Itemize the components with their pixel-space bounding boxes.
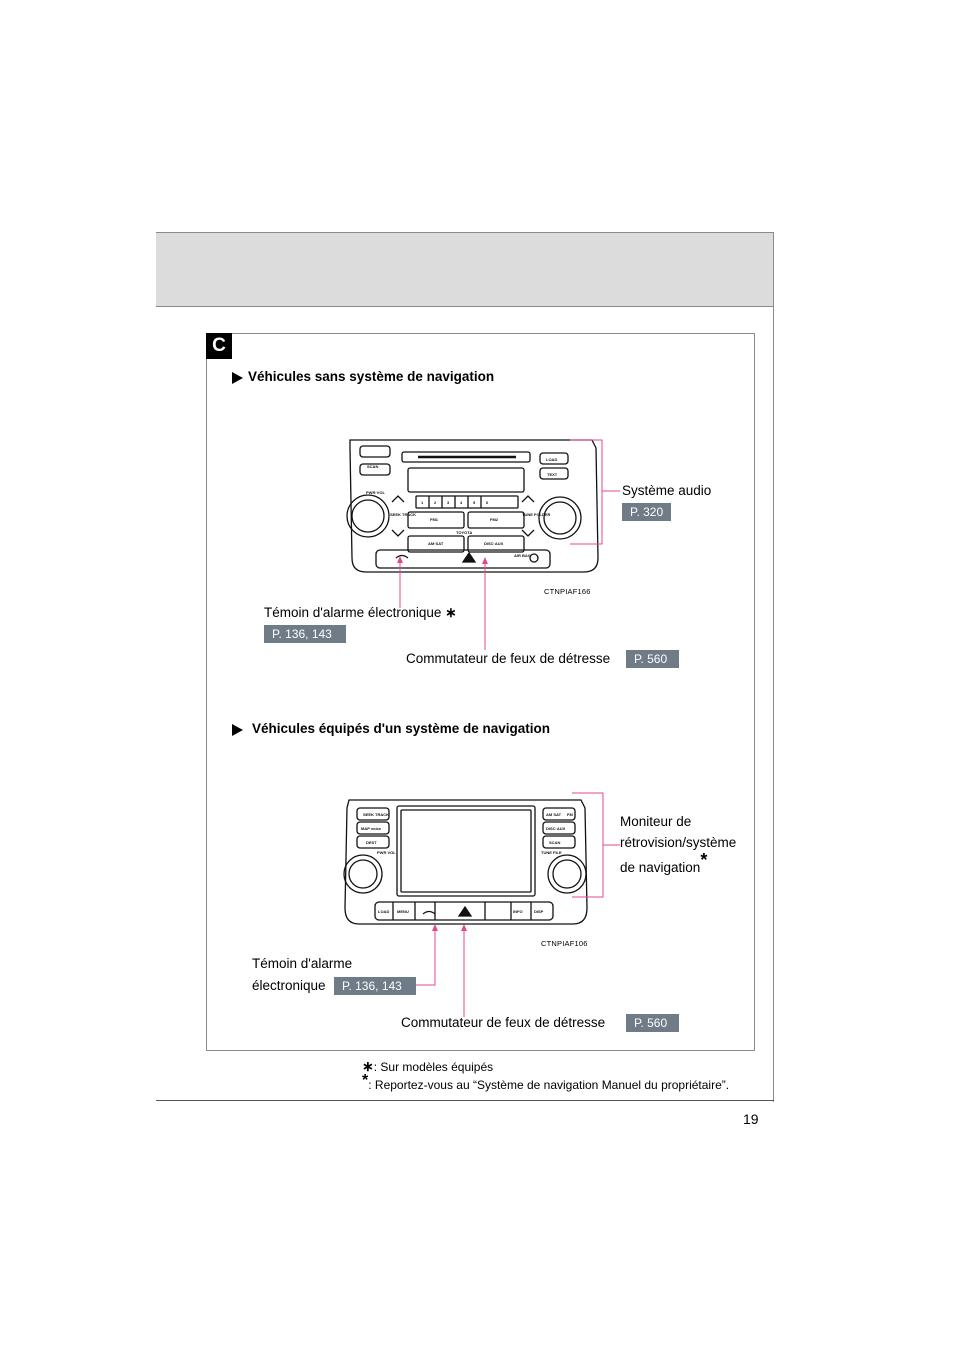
preset-label: 3 [447, 500, 450, 505]
right-rule [773, 232, 774, 1102]
tune-file-label: TUNE FILE [541, 850, 562, 855]
fm-label: FM [567, 812, 573, 817]
tune-folder-label: TUNE FOLDER [522, 512, 551, 517]
asterisk-icon: * [700, 850, 708, 870]
pwr-vol-label: PWR·VOL [366, 490, 385, 495]
page-number: 19 [743, 1111, 759, 1127]
info-label: INFO [513, 909, 523, 914]
preset-label: 1 [421, 500, 424, 505]
triangle-bullet-icon [232, 724, 243, 736]
fm1-label: FM1 [430, 517, 439, 522]
text-label: TEXT [547, 472, 558, 477]
hazard-label: Commutateur de feux de détresse [401, 1015, 606, 1030]
section1-image-code: CTNPIAF166 [544, 587, 591, 596]
menu-label: MENU [397, 909, 409, 914]
preset-label: 2 [434, 500, 437, 505]
brand-label: TOYOTA [456, 530, 472, 535]
alarm-page-badge[interactable]: P. 136, 143 [334, 977, 416, 995]
disc-aux-label: DISC·AUX [546, 826, 566, 831]
section1-leader-lines [397, 439, 620, 650]
bottom-rule [156, 1100, 774, 1101]
triangle-bullet-icon [232, 372, 243, 384]
scan-label: SCAN [549, 840, 560, 845]
section2-image-code: CTNPIAF106 [541, 939, 588, 948]
audio-system-page-badge[interactable]: P. 320 [622, 503, 672, 521]
alarm-label-text: Témoin d'alarme électronique [264, 605, 442, 620]
airbag-label: AIR BAG [514, 553, 531, 558]
dest-label: DEST [366, 840, 377, 845]
monitor-label-line3: de navigation* [620, 850, 707, 877]
alarm-label-line2: électronique [252, 978, 326, 993]
alarm-page-badge[interactable]: P. 136, 143 [264, 625, 346, 643]
hazard-page-badge[interactable]: P. 560 [626, 650, 679, 668]
fm2-label: FM2 [490, 517, 499, 522]
alarm-label-line1: Témoin d'alarme [252, 956, 353, 971]
audio-system-label: Système audio [622, 483, 712, 498]
preset-label: 5 [473, 500, 476, 505]
section2-heading: Véhicules équipés d'un système de naviga… [252, 721, 551, 736]
header-band [156, 232, 774, 307]
content-panel [206, 333, 755, 1051]
navigation-unit-illustration: SEEK TRACK MAP voice DEST PWR VOL AM SAT… [343, 799, 588, 925]
am-sat-label: AM SAT [546, 812, 562, 817]
hazard-page-badge[interactable]: P. 560 [626, 1014, 679, 1032]
footnote-2-text: : Reportez-vous au “Système de navigatio… [368, 1078, 730, 1092]
footnote-1: ∗: Sur modèles équipés [362, 1058, 493, 1075]
footnote-2: *: Reportez-vous au “Système de navigati… [362, 1072, 730, 1094]
am-sat-label: AM·SAT [428, 541, 444, 546]
asterisk-icon: * [362, 1072, 369, 1089]
hazard-label: Commutateur de feux de détresse [406, 651, 611, 666]
section1-heading: Véhicules sans système de navigation [248, 369, 495, 384]
asterisk-icon: ∗ [362, 1058, 374, 1074]
monitor-label-line1: Moniteur de [620, 814, 692, 829]
map-voice-label: MAP voice [361, 826, 382, 831]
disp-label: DISP [534, 909, 544, 914]
asterisk-icon: ∗ [445, 605, 457, 620]
preset-label: 6 [486, 500, 489, 505]
section-tab: C [206, 333, 232, 359]
scan-label: SCAN [367, 464, 378, 469]
alarm-label: Témoin d'alarme électronique ∗ [264, 605, 457, 621]
monitor-label-text: de navigation [620, 860, 701, 875]
load-label: LOAD [546, 457, 557, 462]
seek-track-label: SEEK TRACK [390, 512, 416, 517]
section2-leader-lines [416, 792, 620, 1017]
monitor-label-line2: rétrovision/système [620, 835, 737, 850]
disc-aux-label: DISC·AUX [484, 541, 504, 546]
audio-unit-illustration: SCAN LOAD TEXT PWR·VOL SEEK TRACK TUNE F… [346, 439, 599, 573]
preset-label: 4 [460, 500, 463, 505]
load-label: LOAD [378, 909, 389, 914]
pwr-vol-label: PWR VOL [377, 850, 396, 855]
footnote-1-text: : Sur modèles équipés [373, 1060, 494, 1074]
seek-track-label: SEEK TRACK [363, 812, 389, 817]
